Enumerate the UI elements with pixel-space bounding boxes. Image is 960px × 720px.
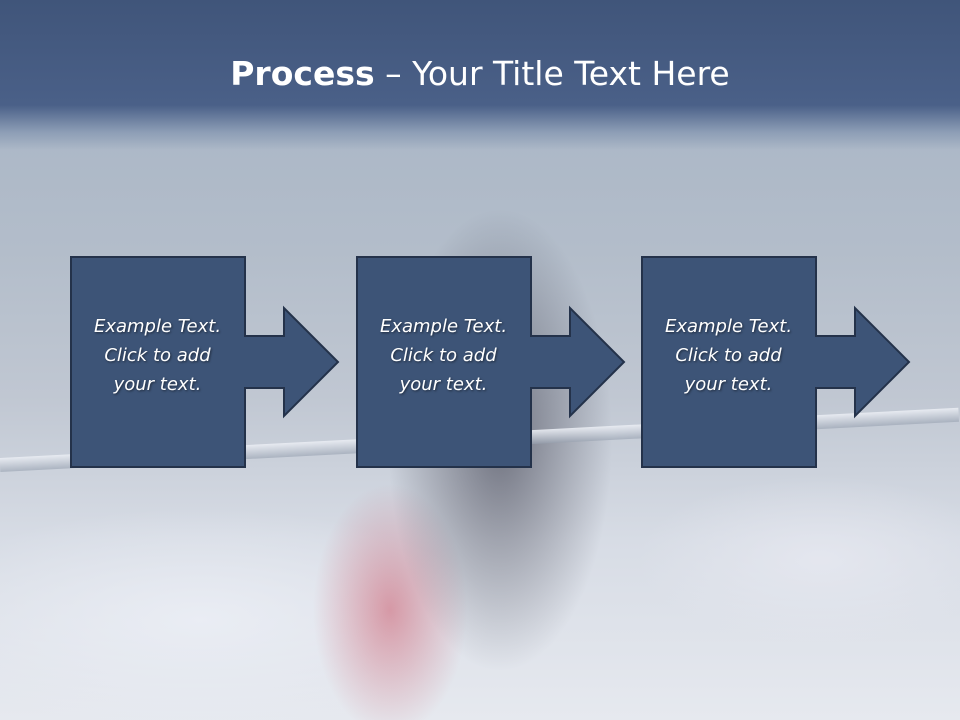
step-text[interactable]: Example Text. Click to add your text. bbox=[93, 316, 222, 395]
title-bold: Process bbox=[230, 54, 375, 93]
slide-title[interactable]: Process – Your Title Text Here bbox=[0, 52, 960, 96]
process-step-3[interactable]: Example Text. Click to add your text. bbox=[641, 256, 941, 468]
process-step-2[interactable]: Example Text. Click to add your text. bbox=[356, 256, 696, 468]
title-rest: – Your Title Text Here bbox=[374, 54, 730, 93]
step-text[interactable]: Example Text. Click to add your text. bbox=[379, 316, 508, 395]
title-bar bbox=[0, 0, 960, 150]
step-text[interactable]: Example Text. Click to add your text. bbox=[664, 316, 793, 395]
step-arrow-shape bbox=[70, 256, 340, 468]
step-arrow-shape bbox=[356, 256, 626, 468]
process-step-1[interactable]: Example Text. Click to add your text. bbox=[70, 256, 410, 468]
step-arrow-shape bbox=[641, 256, 911, 468]
